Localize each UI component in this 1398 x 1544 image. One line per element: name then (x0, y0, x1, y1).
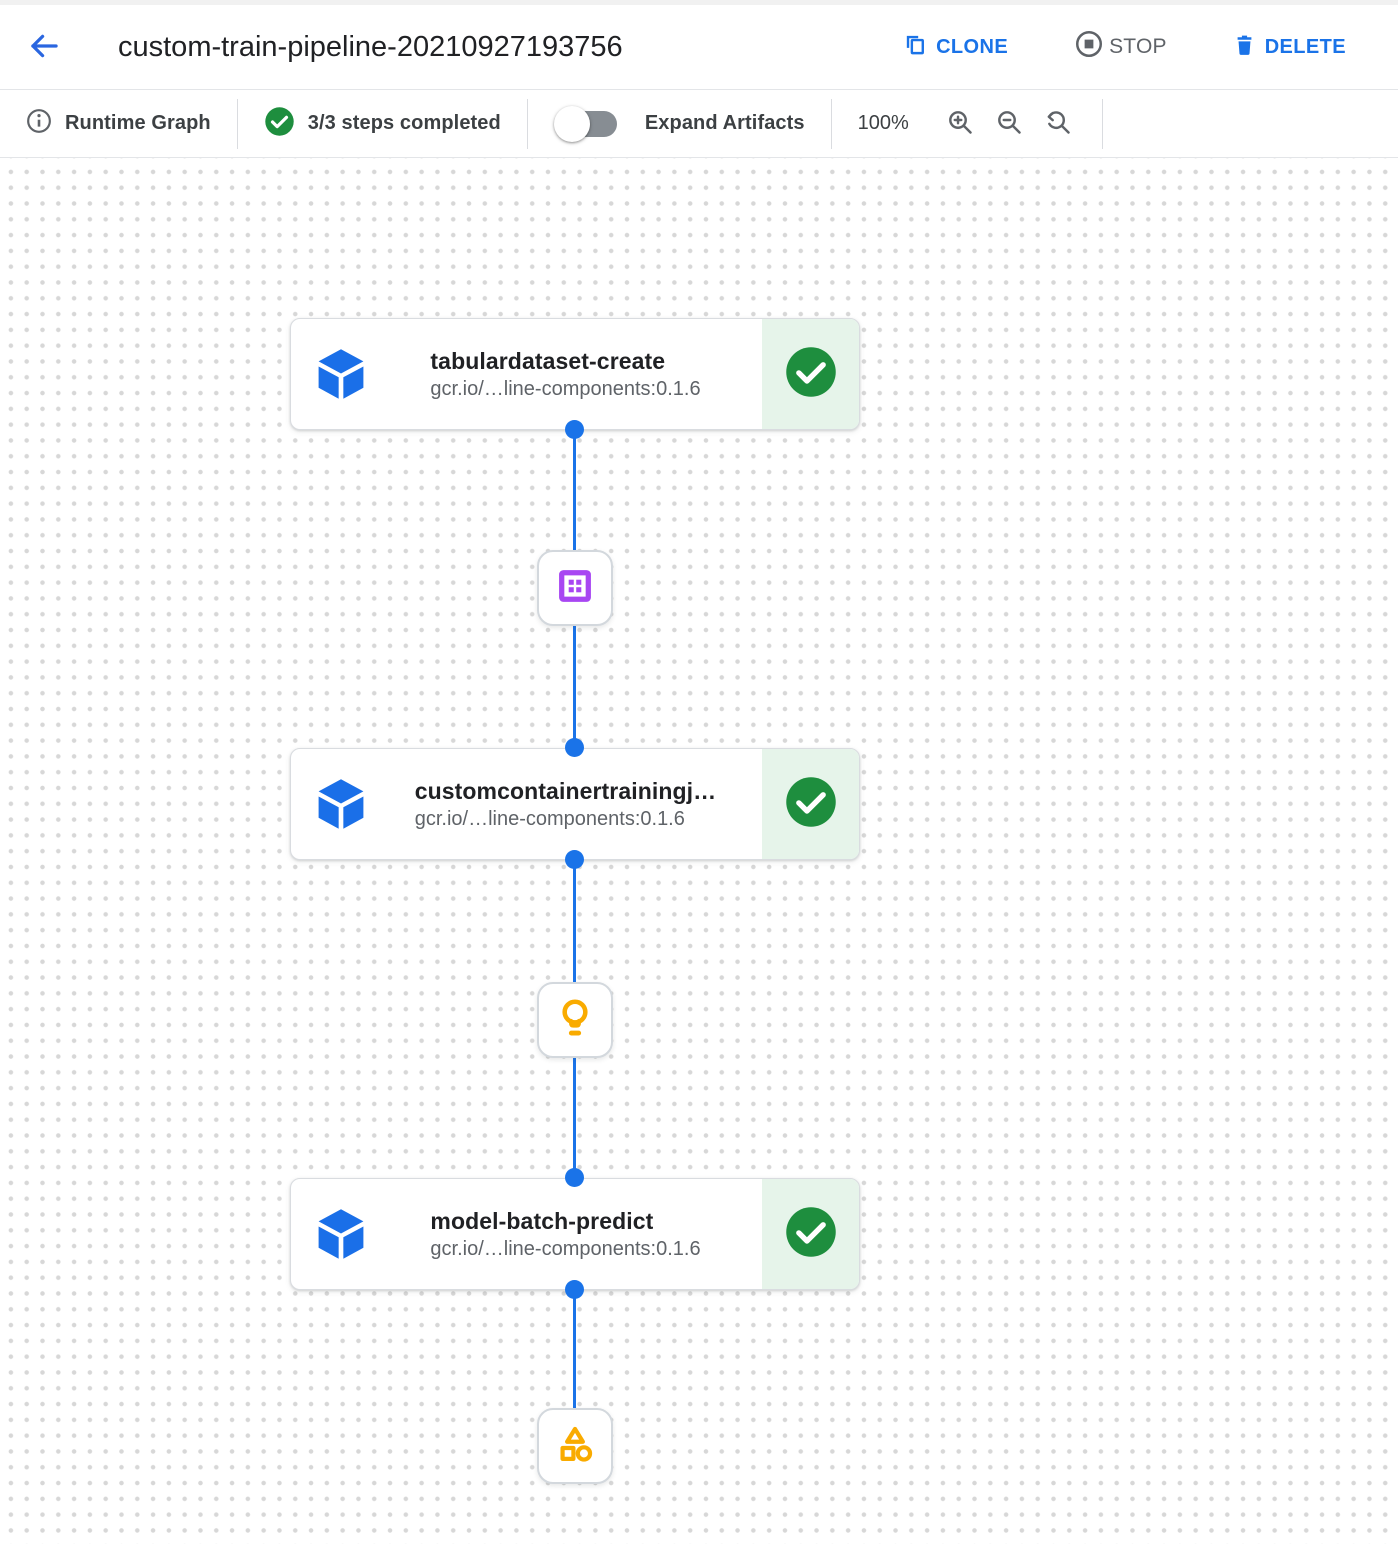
stop-icon (1074, 29, 1104, 65)
step-node-tabulardataset-create[interactable]: tabulardataset-create gcr.io/…line-compo… (290, 318, 860, 430)
step-image: gcr.io/…line-components:0.1.6 (430, 377, 701, 400)
clone-button[interactable]: CLONE (904, 33, 1008, 62)
expand-artifacts-toggle[interactable] (553, 105, 618, 143)
artifact-node-model[interactable] (537, 982, 613, 1058)
clone-label: CLONE (936, 35, 1009, 58)
zoom-level-value: 100% (857, 112, 909, 134)
pipeline-graph-canvas[interactable]: tabulardataset-create gcr.io/…line-compo… (0, 158, 1398, 1544)
step-status-badge (762, 749, 859, 859)
pipeline-step-cube-icon (313, 1206, 369, 1262)
step-title: model-batch-predict (430, 1207, 654, 1234)
edge-port-dot (565, 850, 584, 869)
zoom-out-button[interactable] (991, 104, 1027, 143)
back-arrow-icon (27, 29, 61, 66)
success-check-icon (264, 106, 295, 142)
artifact-node-generic[interactable] (537, 1408, 613, 1484)
zoom-reset-icon (1044, 108, 1072, 139)
zoom-in-icon (946, 108, 974, 139)
zoom-controls-group: 100% (832, 104, 1102, 143)
graph-toolbar: Runtime Graph 3/3 steps completed Expand… (0, 90, 1398, 158)
toggle-knob (553, 105, 590, 142)
success-check-icon (784, 345, 838, 404)
info-icon[interactable] (26, 108, 52, 139)
success-check-icon (784, 1205, 838, 1264)
step-image: gcr.io/…line-components:0.1.6 (430, 1237, 701, 1260)
zoom-out-icon (995, 108, 1023, 139)
runtime-graph-group: Runtime Graph (22, 108, 237, 139)
expand-artifacts-label: Expand Artifacts (644, 112, 805, 134)
step-title: tabulardataset-create (430, 347, 666, 374)
divider (526, 98, 528, 149)
artifact-node-dataset[interactable] (537, 550, 613, 626)
divider (830, 98, 832, 149)
stop-label: STOP (1109, 35, 1167, 58)
step-status-badge (762, 319, 859, 429)
zoom-in-button[interactable] (942, 104, 978, 143)
step-status-badge (762, 1179, 859, 1289)
divider (1101, 98, 1103, 149)
runtime-graph-label: Runtime Graph (65, 112, 211, 134)
pipeline-step-cube-icon (313, 776, 369, 832)
step-node-customcontainertrainingjob[interactable]: customcontainertrainingj… gcr.io/…line-c… (290, 748, 860, 860)
delete-icon (1233, 32, 1256, 63)
pipeline-edge (573, 430, 576, 1408)
step-title: customcontainertrainingj… (414, 777, 717, 804)
clone-icon (904, 33, 927, 62)
dataset-icon (554, 565, 596, 612)
header: custom-train-pipeline-20210927193756 CLO… (0, 5, 1398, 90)
edge-port-dot (565, 1280, 584, 1299)
back-button[interactable] (26, 29, 62, 65)
divider (236, 98, 238, 149)
expand-artifacts-group: Expand Artifacts (528, 105, 831, 143)
step-image: gcr.io/…line-components:0.1.6 (414, 807, 685, 830)
header-actions: CLONE STOP DELETE (904, 29, 1374, 65)
pipeline-step-cube-icon (313, 346, 369, 402)
stop-button[interactable]: STOP (1074, 29, 1167, 65)
edge-port-dot (565, 1168, 584, 1187)
edge-port-dot (565, 738, 584, 757)
step-node-model-batch-predict[interactable]: model-batch-predict gcr.io/…line-compone… (290, 1178, 860, 1290)
edge-port-dot (565, 420, 584, 439)
steps-completed-label: 3/3 steps completed (307, 112, 501, 134)
success-check-icon (784, 775, 838, 834)
delete-label: DELETE (1264, 35, 1346, 58)
window-edge (0, 0, 1398, 5)
generic-artifact-icon (554, 1423, 596, 1470)
zoom-reset-button[interactable] (1040, 104, 1076, 143)
model-icon (554, 997, 596, 1044)
delete-button[interactable]: DELETE (1233, 32, 1346, 63)
page-title: custom-train-pipeline-20210927193756 (118, 30, 623, 63)
steps-status-group: 3/3 steps completed (238, 106, 527, 142)
